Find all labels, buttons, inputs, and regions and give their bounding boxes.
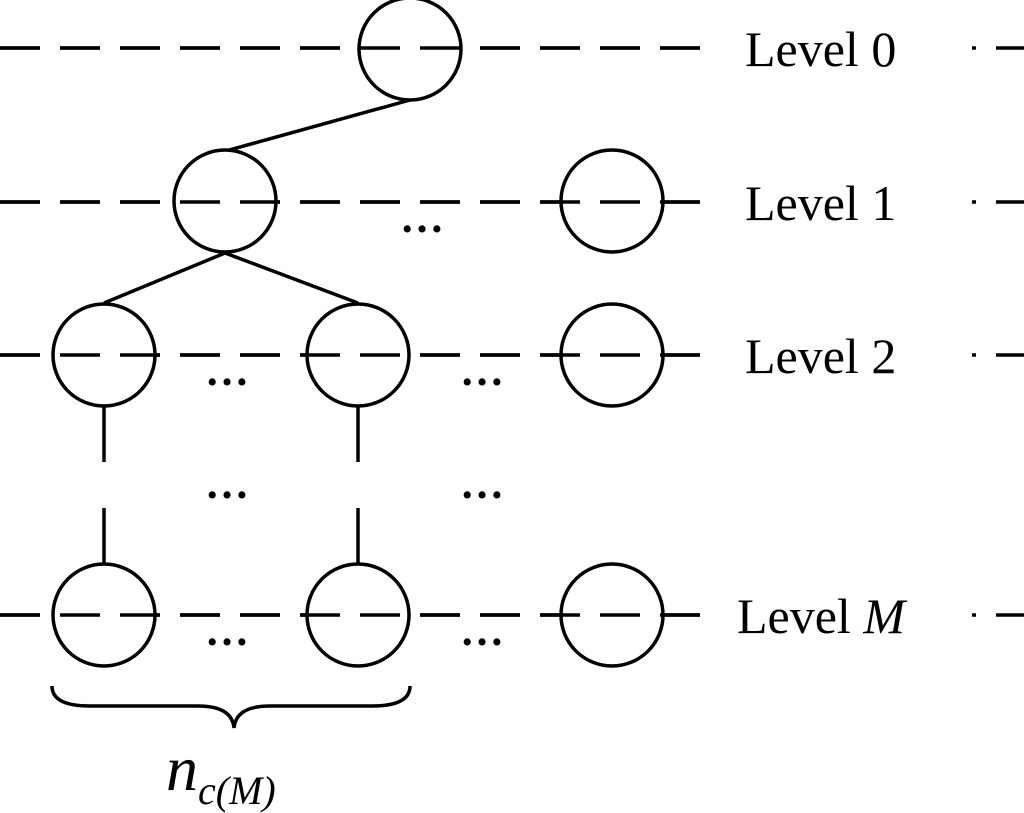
brace-label-sub: c(M) <box>198 768 276 813</box>
level-m-label-prefix: Level <box>737 588 863 644</box>
level-1-label-prefix: Level <box>745 175 871 231</box>
ellipsis-level-m-b: … <box>460 606 504 655</box>
curly-brace <box>50 685 412 729</box>
level-1-label-value: 1 <box>871 175 896 231</box>
brace-label: nc(M) <box>166 733 276 813</box>
level-2-label: Level 2 <box>745 328 896 384</box>
level-2-label-prefix: Level <box>745 328 871 384</box>
ellipsis-middle-b: … <box>460 459 504 508</box>
level-0-label-prefix: Level <box>745 21 871 77</box>
node-level-0 <box>357 0 463 102</box>
level-0-label-value: 0 <box>871 21 896 77</box>
level-m-label: Level M <box>737 588 907 644</box>
edge-l1-to-l2-right <box>224 251 359 305</box>
brace-label-base: n <box>166 733 198 804</box>
level-0-label: Level 0 <box>745 21 896 77</box>
ellipsis-middle-a: … <box>205 459 249 508</box>
ellipsis-level-2-b: … <box>460 346 504 395</box>
level-m-label-value: M <box>862 588 907 644</box>
edge-l1-to-l2-left <box>103 251 226 305</box>
ellipsis-level-2-a: … <box>205 346 249 395</box>
ellipsis-level-1: … <box>400 193 444 242</box>
ellipsis-level-m-a: … <box>205 606 249 655</box>
level-2-label-value: 2 <box>871 328 896 384</box>
edge-root-to-l1 <box>221 98 411 154</box>
level-1-label: Level 1 <box>745 175 896 231</box>
